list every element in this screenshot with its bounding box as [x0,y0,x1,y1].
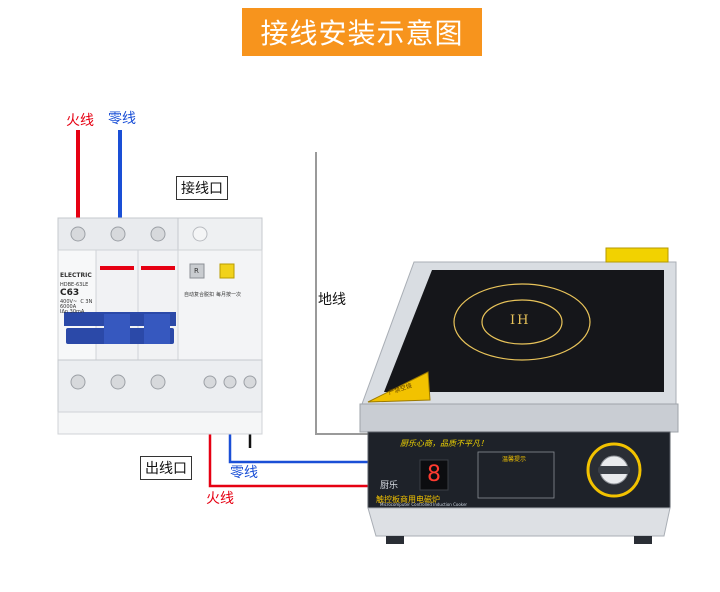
breaker-specs: 400V~ C 3N 6000A IΔn 30mA [60,299,93,315]
breaker-test-button-label: R [194,267,199,275]
ground-label: 地线 [318,292,346,308]
panel-logo: 厨乐 [380,481,399,491]
ground-wire [315,152,372,435]
instructions-title: 温馨提示 [502,456,527,463]
induction-cooker [359,247,679,544]
breaker-model: HDBE-63LE [60,282,89,288]
breaker-rating: C63 [60,288,80,298]
panel-slogan: 厨乐心商，品质不平凡！ [400,439,488,448]
live-label-bottom: 火线 [206,491,234,507]
outlet-label: 出线口 [140,456,192,480]
title-banner: 接线安装示意图 [242,8,482,56]
neutral-label-top: 零线 [108,111,136,127]
inlet-label: 接线口 [176,176,228,200]
display-digit: 8 [427,462,441,487]
breaker-brand: ELECTRIC [60,272,92,279]
neutral-label-bottom: 零线 [230,465,258,481]
panel-subtitle: Microcomputer Controlled Induction Cooke… [380,502,468,507]
breaker-caption-left: 自动复合脱扣 [184,292,215,298]
live-label-top: 火线 [66,113,94,129]
panel-title: 触控板商用电磁炉 [376,495,440,504]
ih-mark: IH [510,313,531,328]
circuit-breaker [57,217,263,435]
breaker-caption-right: 每月按一次 [216,292,242,298]
